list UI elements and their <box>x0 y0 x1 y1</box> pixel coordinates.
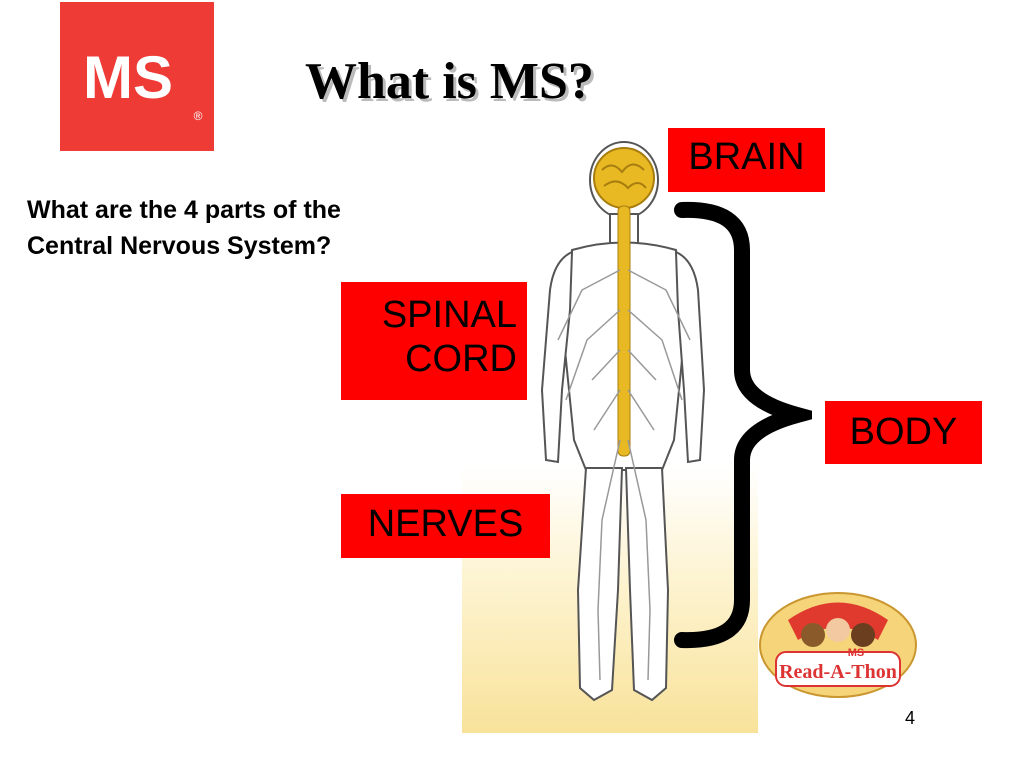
label-nerves-text: NERVES <box>367 503 524 545</box>
ms-logo: MS ® <box>60 2 214 151</box>
page-title: What is MS? <box>305 53 594 110</box>
label-body-text: BODY <box>849 411 958 453</box>
question-text: What are the 4 parts of the Central Nerv… <box>27 192 447 264</box>
label-spinal-cord: SPINAL CORD <box>341 282 527 400</box>
question-line: What are the 4 parts of the <box>27 196 341 224</box>
label-body: BODY <box>825 401 982 464</box>
svg-text:®: ® <box>194 109 203 123</box>
label-nerves: NERVES <box>341 494 550 558</box>
question-line: Central Nervous System? <box>27 232 332 260</box>
nervous-system-figure-icon <box>540 141 706 702</box>
svg-text:Read-A-Thon: Read-A-Thon <box>779 661 897 683</box>
label-spinal-text: SPINAL <box>381 294 517 336</box>
curly-brace-icon <box>674 201 812 649</box>
label-brain: BRAIN <box>668 128 825 192</box>
page-number: 4 <box>905 708 916 728</box>
svg-text:MS: MS <box>848 647 865 659</box>
svg-text:MS: MS <box>83 44 173 111</box>
label-brain-text: BRAIN <box>688 136 805 178</box>
ms-logo-icon: MS ® <box>60 2 214 151</box>
read-a-thon-logo-icon: MS Read-A-Thon <box>759 592 917 698</box>
label-cord-text: CORD <box>405 337 517 380</box>
